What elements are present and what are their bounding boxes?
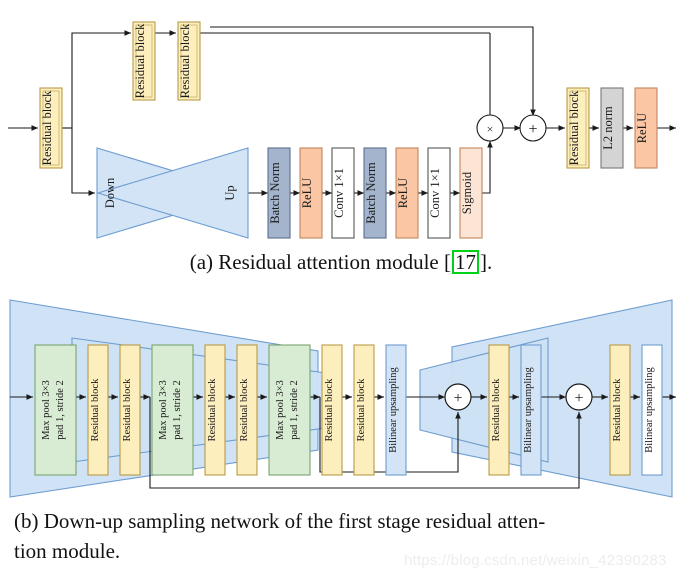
block-upsample-3[interactable]: Bilinear upsampling (641, 344, 663, 476)
block-residual-8[interactable]: Residual block (609, 344, 631, 476)
block-label-line1: Max pool 3×3 (41, 380, 52, 440)
block-label: Conv 1×1 (428, 168, 442, 218)
wire-to-downup (71, 128, 95, 196)
block-maxpool-3[interactable]: Max pool 3×3 pad 1, stride 2 (268, 344, 311, 476)
block-label: Residual block (356, 378, 367, 441)
block-label: Conv 1×1 (332, 168, 346, 218)
block-label: Residual block (324, 378, 335, 441)
block-relu-1[interactable]: ReLU (299, 147, 323, 239)
block-label: Residual block (178, 23, 192, 98)
block-label-line2: pad 1, stride 2 (172, 380, 183, 440)
block-label: Bilinear upsampling (388, 367, 399, 453)
block-label: Bilinear upsampling (523, 367, 534, 453)
figure-a-residual-attention-module: Down Up Residual block Residual block (0, 0, 682, 245)
block-residual-7[interactable]: Residual block (488, 344, 510, 476)
block-upsample-1[interactable]: Bilinear upsampling (385, 344, 407, 476)
block-trunk-input[interactable]: Residual block (39, 87, 63, 169)
block-trunk-top-1[interactable]: Residual block (132, 21, 156, 101)
block-relu-2[interactable]: ReLU (395, 147, 419, 239)
block-residual-1[interactable]: Residual block (87, 344, 109, 476)
skip-connection-long (149, 397, 582, 489)
block-label: Residual block (90, 378, 101, 441)
block-sigmoid[interactable]: Sigmoid (459, 147, 483, 239)
wire-skip-to-add (210, 26, 536, 116)
caption-a-prefix: (a) Residual attention module [ (189, 250, 451, 274)
caption-b-line-1: (b) Down-up sampling network of the firs… (14, 509, 546, 533)
down-label: Down (103, 177, 117, 208)
operator-add[interactable]: + (519, 114, 547, 142)
block-label: Bilinear upsampling (644, 367, 655, 453)
operator-multiply[interactable]: × (476, 114, 504, 142)
block-label: Sigmoid (460, 171, 474, 214)
up-triangle (96, 147, 249, 239)
block-label: Residual block (40, 90, 54, 165)
block-label: Residual block (207, 378, 218, 441)
fig-b-wires (10, 394, 676, 489)
down-up-bowtie: Down Up (96, 147, 249, 239)
block-maxpool-2[interactable]: Max pool 3×3 pad 1, stride 2 (151, 344, 194, 476)
block-label: Batch Norm (268, 162, 282, 224)
block-residual-2[interactable]: Residual block (119, 344, 141, 476)
fig-a-blocks: Residual block Residual block Residual b… (39, 21, 658, 239)
block-trunk-top-2[interactable]: Residual block (177, 21, 201, 101)
block-label: Residual block (133, 23, 147, 98)
figure-b-down-up-sampling-network: Max pool 3×3 pad 1, stride 2 Residual bl… (0, 292, 682, 500)
block-label: ReLU (396, 178, 410, 209)
add-glyph: + (453, 390, 462, 407)
block-label-line2: pad 1, stride 2 (55, 380, 66, 440)
add-glyph: + (574, 390, 583, 407)
block-upsample-2[interactable]: Bilinear upsampling (520, 344, 542, 476)
fig-a-wires (8, 26, 676, 196)
block-label: Residual block (567, 90, 581, 165)
operator-add-1[interactable]: + (444, 383, 472, 411)
block-residual-4[interactable]: Residual block (236, 344, 258, 476)
block-batch-norm-1[interactable]: Batch Norm (267, 147, 291, 239)
add-glyph: + (528, 121, 537, 138)
block-residual-3[interactable]: Residual block (204, 344, 226, 476)
block-batch-norm-2[interactable]: Batch Norm (363, 147, 387, 239)
block-conv-2[interactable]: Conv 1×1 (427, 147, 451, 239)
envelope-up-inner (419, 337, 549, 463)
block-residual-5[interactable]: Residual block (321, 344, 343, 476)
block-label: Residual block (239, 378, 250, 441)
block-label-line1: Max pool 3×3 (158, 380, 169, 440)
block-maxpool-1[interactable]: Max pool 3×3 pad 1, stride 2 (34, 344, 77, 476)
caption-a-suffix: ]. (480, 250, 493, 274)
up-label: Up (223, 185, 237, 200)
block-residual-out[interactable]: Residual block (566, 87, 590, 169)
block-label: ReLU (635, 113, 649, 144)
watermark: https://blog.csdn.net/weixin_42390283 (404, 552, 667, 569)
block-l2-norm[interactable]: L2 norm (600, 87, 624, 169)
citation-box[interactable]: 17 (452, 250, 479, 274)
caption-b-line-2: tion module. (14, 539, 121, 563)
block-label: Residual block (491, 378, 502, 441)
block-label: Batch Norm (364, 162, 378, 224)
block-label-line1: Max pool 3×3 (275, 380, 286, 440)
block-label-line2: pad 1, stride 2 (289, 380, 300, 440)
block-conv-1[interactable]: Conv 1×1 (331, 147, 355, 239)
wire-to-trunk-top (71, 30, 131, 128)
figure-b-caption: (b) Down-up sampling network of the firs… (14, 506, 674, 566)
block-relu-out[interactable]: ReLU (634, 87, 658, 169)
wire-sigmoid-to-multiply (482, 141, 493, 194)
block-residual-6[interactable]: Residual block (353, 344, 375, 476)
block-label: L2 norm (601, 106, 615, 150)
block-label: Residual block (612, 378, 623, 441)
figure-a-caption: (a) Residual attention module [17]. (0, 247, 682, 287)
block-label: Residual block (122, 378, 133, 441)
operator-add-2[interactable]: + (565, 383, 593, 411)
multiply-glyph: × (487, 122, 494, 136)
fig-b-blocks: Max pool 3×3 pad 1, stride 2 Residual bl… (34, 344, 663, 476)
block-label: ReLU (300, 178, 314, 209)
